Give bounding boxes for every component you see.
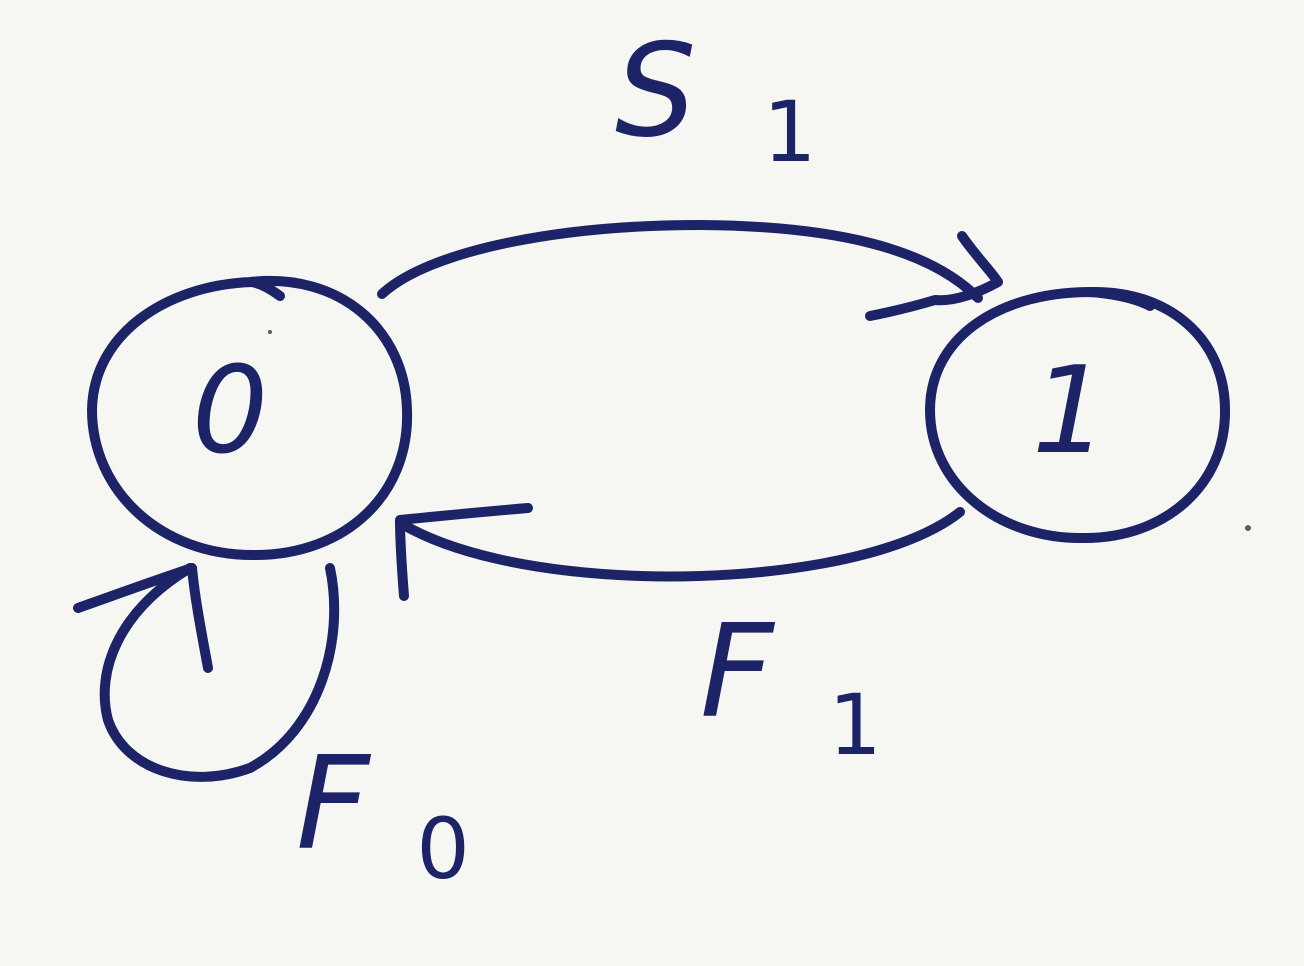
state-0-label: 0 [192, 342, 268, 481]
transition-f0-arrowhead [73, 563, 213, 673]
transition-f1-arrowhead [395, 503, 533, 601]
transition-f0-label-main: F [296, 730, 372, 879]
transition-s1: S 1 [377, 17, 1003, 321]
transition-f0-label-sub: 0 [416, 800, 469, 898]
transition-s1-label-main: S [615, 17, 696, 166]
transition-f1-label: F 1 [700, 598, 882, 774]
transition-f0: F 0 [73, 563, 470, 898]
paper-speck [268, 330, 272, 334]
transition-f1: F 1 [395, 503, 965, 774]
state-1-circle [925, 286, 1231, 544]
transition-s1-label-sub: 1 [763, 83, 816, 181]
transition-s1-arc [377, 220, 983, 303]
state-0-circle [87, 275, 413, 561]
transition-f0-loop [99, 563, 340, 782]
transition-s1-label: S 1 [615, 17, 816, 181]
transition-f1-label-main: F [700, 598, 776, 747]
transition-s1-arrowhead [865, 231, 1003, 321]
state-0-node: 0 [87, 275, 413, 561]
transition-f1-arc [397, 507, 965, 582]
paper-speck [1245, 525, 1251, 531]
state-1-label: 1 [1032, 342, 1108, 481]
transition-f0-label: F 0 [296, 730, 470, 898]
transition-f1-label-sub: 1 [828, 676, 881, 774]
state-1-node: 1 [925, 286, 1231, 544]
